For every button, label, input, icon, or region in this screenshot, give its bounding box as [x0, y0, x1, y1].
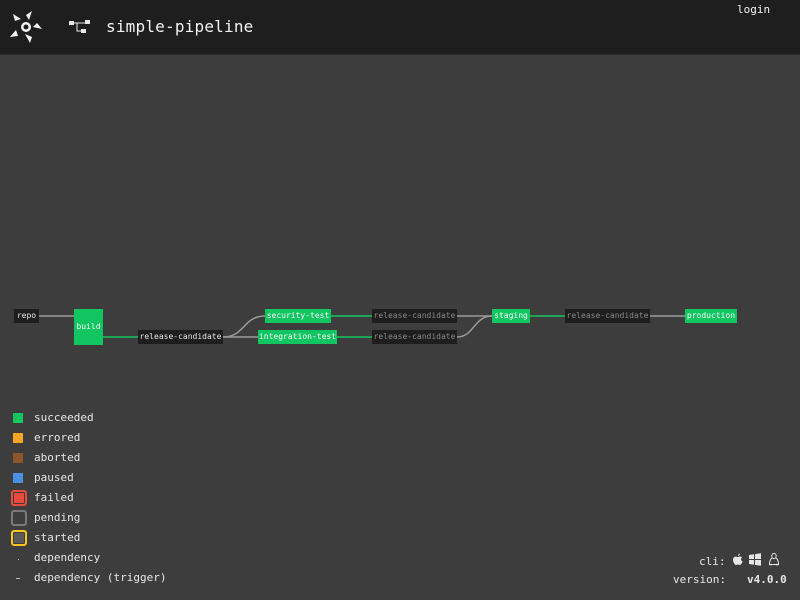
resource-release-candidate-2[interactable]: release-candidate: [372, 309, 457, 323]
cli-label: cli:: [699, 555, 726, 568]
job-build[interactable]: build: [74, 309, 103, 345]
legend-succeeded: succeeded: [13, 410, 213, 426]
apple-icon[interactable]: [732, 553, 744, 566]
failed-swatch: [11, 490, 27, 506]
job-staging[interactable]: staging: [492, 309, 530, 323]
legend-label: succeeded: [34, 411, 94, 424]
legend-label: paused: [34, 471, 74, 484]
windows-icon[interactable]: [749, 553, 761, 566]
dependency-trigger-dash-icon: [16, 578, 20, 579]
legend-started: started: [11, 530, 213, 546]
legend-failed: failed: [11, 490, 213, 506]
linux-icon[interactable]: [768, 553, 780, 566]
legend-label: dependency: [34, 551, 101, 564]
pending-swatch: [11, 510, 27, 526]
errored-swatch: [13, 433, 23, 443]
legend-aborted: aborted: [13, 450, 213, 466]
edge-rc3-staging: [456, 315, 493, 338]
dependency-dot-icon: [18, 559, 19, 560]
job-integration-test[interactable]: integration-test: [258, 330, 337, 344]
legend-label: pending: [34, 511, 81, 524]
legend-dependency-trigger: dependency (trigger): [13, 570, 213, 586]
legend-label: aborted: [34, 451, 81, 464]
job-production[interactable]: production: [685, 309, 737, 323]
succeeded-swatch: [13, 413, 23, 423]
pipeline-icon: [69, 20, 90, 33]
started-swatch: [11, 530, 27, 546]
legend-label: failed: [34, 491, 74, 504]
legend-dependency: dependency: [13, 550, 213, 566]
resource-repo[interactable]: repo: [14, 309, 39, 323]
legend-label: dependency (trigger): [34, 571, 167, 584]
login-link[interactable]: login: [737, 3, 771, 16]
resource-release-candidate-3[interactable]: release-candidate: [372, 330, 457, 344]
resource-release-candidate-4[interactable]: release-candidate: [565, 309, 650, 323]
version-label: version:: [673, 573, 726, 586]
concourse-logo-icon[interactable]: [10, 11, 42, 43]
version-value: v4.0.0: [747, 573, 787, 586]
legend-label: errored: [34, 431, 81, 444]
legend-errored: errored: [13, 430, 213, 446]
legend-pending: pending: [11, 510, 213, 526]
job-security-test[interactable]: security-test: [265, 309, 331, 323]
top-bar: simple-pipeline login: [0, 0, 800, 55]
legend-label: started: [34, 531, 81, 544]
pipeline-title: simple-pipeline: [106, 17, 254, 36]
resource-release-candidate-1[interactable]: release-candidate: [138, 330, 223, 344]
paused-swatch: [13, 473, 23, 483]
aborted-swatch: [13, 453, 23, 463]
legend-paused: paused: [13, 470, 213, 486]
